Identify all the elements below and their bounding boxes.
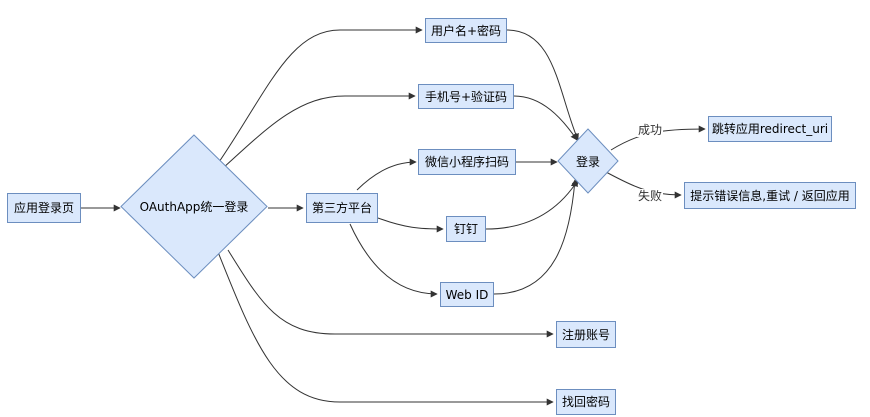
edge-username-to-login — [506, 29, 579, 141]
edge-dingtalk-to-login — [485, 179, 579, 230]
node-username-password: 用户名+密码 — [425, 18, 507, 43]
edge-oauth-to-username — [218, 26, 423, 163]
edge-label-failure: 失败 — [637, 189, 664, 203]
edge-oauth-to-recover — [217, 251, 554, 406]
node-oauth-login-label: OAuthApp统一登录 — [139, 200, 249, 214]
edge-thirdparty-to-webid — [349, 223, 438, 298]
diamond-shape — [120, 134, 268, 279]
node-login-label: 登录 — [575, 154, 600, 169]
edge-webid-to-login — [493, 179, 578, 295]
node-web-id: Web ID — [440, 282, 494, 307]
edge-oauth-to-register — [227, 249, 554, 338]
edge-phone-to-login — [513, 95, 578, 141]
node-phone-code: 手机号+验证码 — [418, 84, 514, 109]
node-app-login-page: 应用登录页 — [7, 193, 81, 223]
node-redirect: 跳转应用redirect_uri — [708, 116, 832, 142]
node-register: 注册账号 — [556, 321, 616, 348]
node-recover-password: 找回密码 — [556, 389, 616, 415]
diamond-shape — [557, 128, 619, 194]
node-wechat-scan: 微信小程序扫码 — [418, 149, 516, 175]
edge-thirdparty-to-dingtalk — [377, 217, 444, 233]
edge-label-success: 成功 — [637, 123, 664, 137]
edge-login-to-error — [605, 171, 682, 199]
node-oauth-login: OAuthApp统一登录 — [120, 134, 268, 279]
edge-oauth-to-phone — [221, 92, 416, 170]
edge-thirdparty-to-wechat — [356, 158, 417, 191]
node-dingtalk: 钉钉 — [446, 216, 486, 242]
node-third-party: 第三方平台 — [306, 193, 378, 223]
node-login: 登录 — [557, 128, 619, 194]
node-error: 提示错误信息,重试 / 返回应用 — [684, 182, 856, 209]
